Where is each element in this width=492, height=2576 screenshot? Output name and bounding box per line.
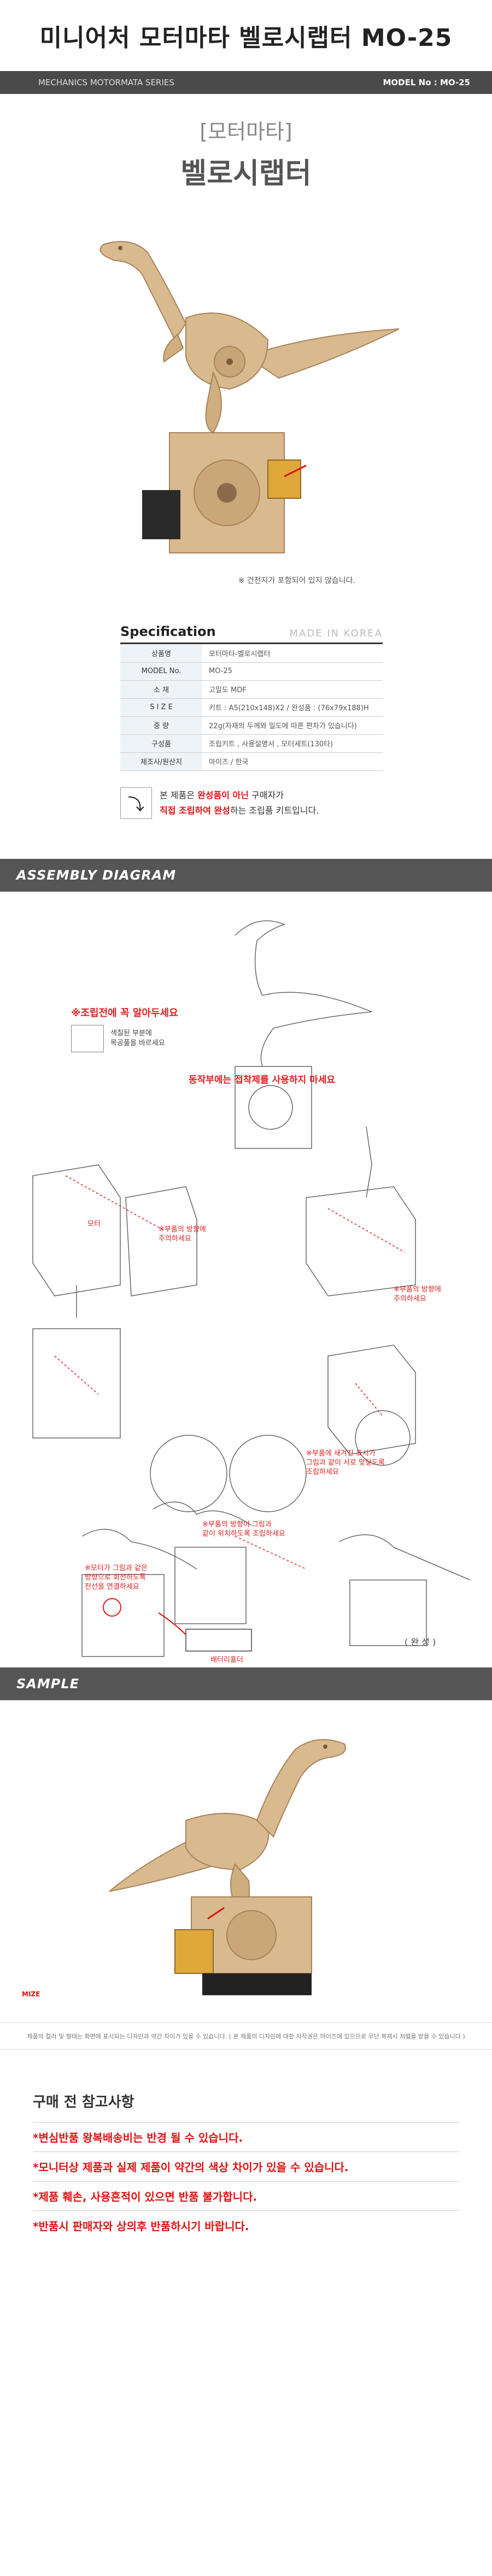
spec-title: Specification [120,624,216,639]
direction-note-1: ※부품의 방향에 주의하세요 [159,1225,206,1243]
caution-heading: ※조립전에 꼭 알아두세요 [71,1007,178,1019]
notice-line: *제품 훼손, 사용흔적이 있으면 반품 불가합니다. [33,2181,459,2210]
assembly-line-drawings [32,920,471,1657]
glue-area-icon [71,1025,104,1052]
product-name: 벨로시랩터 [180,157,312,190]
notice-line: *반품시 판매자와 상의후 반품하시기 바랍니다. [33,2210,459,2240]
product-header: [모터마타] 벨로시랩터 [0,94,492,192]
brand-logo: MIZE [22,1990,40,1998]
raptor-sample-illustration [109,1739,346,1995]
table-row: MODEL No.MO-25 [120,662,383,681]
no-glue-warning: 동작부에는 접착제를 사용하지 마세요 [189,1075,335,1086]
battery-note: ※ 건전지가 포함되어 있지 않습니다. [238,576,355,585]
product-category: [모터마타] [200,120,292,144]
completed-label: ( 완 성 ) [405,1637,436,1647]
made-in-label: MADE IN KOREA [289,628,383,639]
hero-image-area: ※ 건전지가 포함되어 있지 않습니다. [0,192,492,591]
series-bar: MECHANICS MOTORMATA SERIES MODEL No : MO… [0,71,492,94]
notice-line: *변심반품 왕복배송비는 반경 될 수 있습니다. [33,2122,459,2151]
sample-section-bar: SAMPLE [0,1667,492,1700]
warning-text: 본 제품은 완성품이 아닌 구매자가 직접 조립하여 완성하는 조립품 키트입니… [160,789,319,816]
pre-assembly-caution: ※조립전에 꼭 알아두세요 색칠된 부분에 목공풀을 바르세요 [71,1005,178,1052]
spec-header: Specification MADE IN KOREA [120,624,383,644]
disclaimer-line: 제품의 컬러 및 형태는 화면에 표시되는 디자인과 약간 차이가 있을 수 있… [0,2023,492,2050]
orientation-note: ※부품의 방향이 그림과 같이 위치하도록 조립하세요 [202,1520,285,1538]
mark-alignment-note: ※부품에 새겨진 표시가 그림과 같이 서로 맞닿도록 조립하세요 [306,1449,385,1476]
assembly-section-bar: ASSEMBLY DIAGRAM [0,859,492,892]
wire-connection-note: ※모터가 그림과 같은 방향으로 회전하도록 전선을 연결하세요 [85,1564,148,1591]
glue-instruction: 색칠된 부분에 목공풀을 바르세요 [110,1029,165,1047]
model-number: MODEL No : MO-25 [383,78,470,87]
kit-warning: ⤵ 본 제품은 완성품이 아닌 구매자가 직접 조립하여 완성하는 조립품 키트… [120,787,383,819]
arrow-icon: ⤵ [120,787,152,819]
notice-title: 구매 전 참고사항 [33,2094,134,2111]
direction-note-2: ※부품의 방향에 주의하세요 [394,1286,441,1303]
purchase-notice: 구매 전 참고사항 *변심반품 왕복배송비는 반경 될 수 있습니다. *모니터… [0,2050,492,2260]
motor-label: 모터 [87,1220,101,1228]
series-name: MECHANICS MOTORMATA SERIES [38,78,174,87]
assembly-diagram: ※조립전에 꼭 알아두세요 색칠된 부분에 목공풀을 바르세요 동작부에는 접착… [0,892,492,1667]
battery-holder-label: 배터리홀더 [210,1656,243,1664]
raptor-hero-illustration [99,241,400,553]
sample-photo-area: MIZE [0,1700,492,2023]
notice-line: *모니터상 제품과 실제 제품이 약간의 색상 차이가 있을 수 있습니다. [33,2151,459,2181]
page-title: 미니어처 모터마타 벨로시랩터 MO-25 [39,24,453,52]
